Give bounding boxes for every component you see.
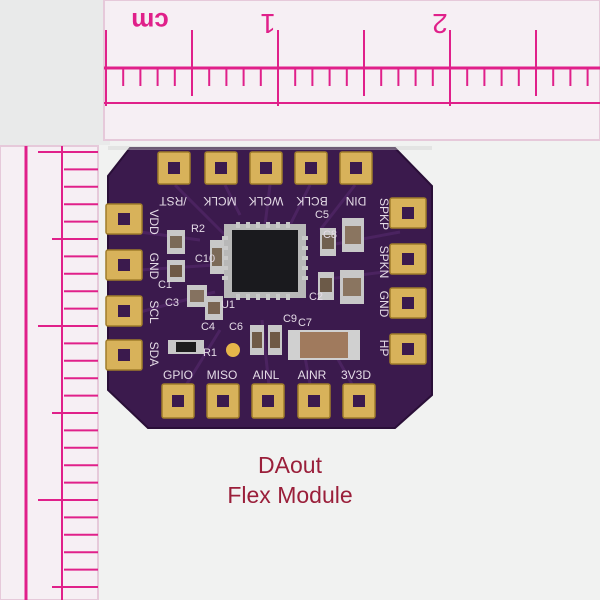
component-label: C10 <box>195 253 215 265</box>
pad-hole <box>262 395 274 407</box>
component-label: C8 <box>323 229 337 241</box>
component-label: R1 <box>203 347 217 359</box>
pin-label-right: SPKP <box>377 198 391 230</box>
pin-label-bottom: AINL <box>253 368 280 382</box>
pad-hole <box>402 207 414 219</box>
component-label: R2 <box>191 223 205 235</box>
left-ruler <box>0 145 99 600</box>
caption-title: DAout <box>258 452 322 478</box>
passive-components <box>167 218 364 360</box>
component-label: C4 <box>201 321 215 333</box>
pcb-board: /RST MCLK WCLK BCLK DIN GPIO MISO AINL AINR 3V3D V… <box>105 147 433 429</box>
pad-hole <box>402 343 414 355</box>
pad-hole <box>215 162 227 174</box>
component-label: C1 <box>158 279 172 291</box>
pin-label-bottom: 3V3D <box>341 368 371 382</box>
pin-label-right: GND <box>377 291 391 318</box>
pin-label-top: WCLK <box>249 194 284 208</box>
caption-subtitle: Flex Module <box>227 482 353 508</box>
pad-hole <box>305 162 317 174</box>
pad-hole <box>308 395 320 407</box>
pad-hole <box>402 297 414 309</box>
pad-hole <box>350 162 362 174</box>
component-label: C6 <box>229 321 243 333</box>
u1-chip <box>222 222 308 300</box>
pad-hole <box>118 349 130 361</box>
pin-label-top: BCLK <box>296 194 327 208</box>
pad-hole <box>118 213 130 225</box>
pin-label-top: MCLK <box>203 194 236 208</box>
pin-label-top: DIN <box>346 194 367 208</box>
pin-label-top: /RST <box>159 194 187 208</box>
pin-label-left: GND <box>147 253 161 280</box>
component-label: C7 <box>298 317 312 329</box>
component-label: U1 <box>221 299 235 311</box>
pin-label-right: HP <box>377 340 391 357</box>
ruler-number-2: 2 <box>432 8 448 39</box>
pad-hole <box>353 395 365 407</box>
pin-label-right: SPKN <box>377 246 391 279</box>
top-ruler: cm 1 2 <box>103 0 600 141</box>
pin-label-left: SDA <box>147 342 161 367</box>
pin-label-bottom: AINR <box>298 368 327 382</box>
ruler-unit-label: cm <box>131 7 169 37</box>
pad-hole <box>260 162 272 174</box>
pad-hole <box>168 162 180 174</box>
component-label: C2 <box>309 291 323 303</box>
component-label: C9 <box>283 313 297 325</box>
pin-label-bottom: MISO <box>207 368 238 382</box>
component-label: C3 <box>165 297 179 309</box>
pin-label-left: VDD <box>147 209 161 235</box>
pad-hole <box>118 259 130 271</box>
component-label: C5 <box>315 209 329 221</box>
pad-hole <box>172 395 184 407</box>
pad-hole <box>217 395 229 407</box>
pin-label-bottom: GPIO <box>163 368 193 382</box>
pad-hole <box>402 253 414 265</box>
ruler-number-1: 1 <box>260 8 276 39</box>
pin-label-left: SCL <box>147 300 161 324</box>
pad-hole <box>118 305 130 317</box>
